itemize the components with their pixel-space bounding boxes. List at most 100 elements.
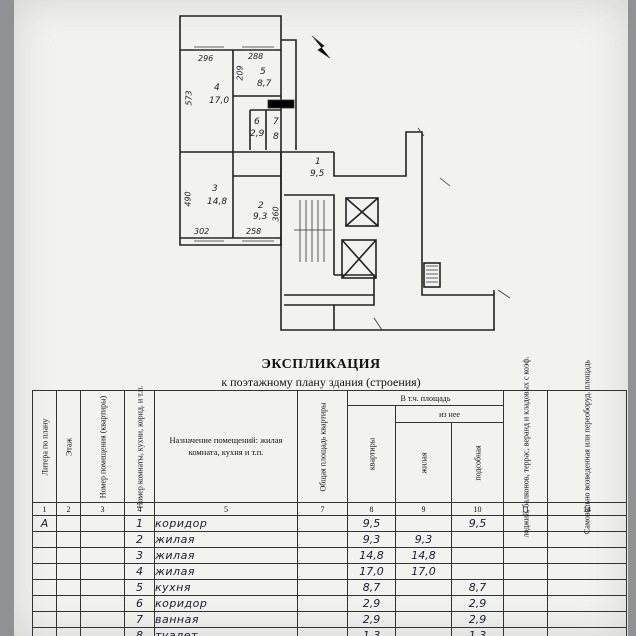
header-room-no: Номер комнаты, кухни, корид. и т.п.: [124, 385, 155, 508]
cell-illegal-area: [547, 563, 628, 580]
cell-floor: [56, 547, 81, 564]
room-number: 2: [258, 201, 264, 211]
cell-aux-area: 1,3: [450, 627, 505, 636]
cell-room-no: 1: [124, 515, 155, 532]
cell-apartment: [80, 627, 125, 636]
header-incl-area: В т.ч. площадь: [346, 390, 505, 406]
cell-room-name: коридор: [154, 595, 298, 612]
cell-room-name: жилая: [154, 563, 298, 580]
explication-subtitle: к поэтажному плану здания (строения): [221, 375, 421, 389]
cell-apartment: [80, 579, 125, 596]
cell-floor: [56, 579, 81, 596]
cell-living-area: 17,0: [395, 563, 452, 580]
room-area: 9,3: [253, 212, 268, 222]
cell-apartment: [80, 547, 125, 564]
header-aux: подсобная: [450, 422, 505, 503]
dimension-label: 258: [246, 227, 262, 236]
cell-total-area: [297, 595, 348, 612]
cell-loggia-area: [503, 611, 549, 628]
cell-aux-area: [450, 531, 505, 548]
dimension-label: 209: [235, 65, 245, 81]
room-number: 5: [260, 67, 266, 77]
cell-aux-area: [450, 563, 505, 580]
dimension-label: 490: [183, 191, 193, 207]
cell-litera: [32, 531, 57, 548]
dimension-label: 288: [248, 52, 264, 61]
header-illegal: Самовольно возведенная или переоборуд. п…: [547, 359, 628, 534]
cell-living-area: [395, 515, 452, 532]
cell-room-name: жилая: [154, 531, 298, 548]
cell-illegal-area: [547, 627, 628, 636]
cell-aux-area: 2,9: [450, 611, 505, 628]
cell-floor: [56, 595, 81, 612]
cell-loggia-area: [503, 627, 549, 636]
cell-room-name: коридор: [154, 515, 298, 532]
cell-room-no: 5: [124, 579, 155, 596]
cell-flat-area: 14,8: [347, 547, 396, 564]
cell-total-area: [297, 563, 348, 580]
cell-aux-area: 9,5: [450, 515, 505, 532]
explication-table: Литера по плану Этаж Номер помещения (кв…: [32, 356, 628, 636]
cell-aux-area: 2,9: [450, 595, 505, 612]
cell-illegal-area: [547, 595, 628, 612]
cell-room-name: кухня: [154, 579, 298, 596]
cell-apartment: [80, 531, 125, 548]
cell-illegal-area: [547, 547, 628, 564]
cell-total-area: [297, 515, 348, 532]
cell-litera: [32, 547, 57, 564]
cell-litera: [32, 611, 57, 628]
cell-flat-area: 2,9: [347, 595, 396, 612]
floor-plan-drawing: [179, 15, 511, 331]
cell-flat-area: 17,0: [347, 563, 396, 580]
cell-living-area: [395, 595, 452, 612]
cell-apartment: [80, 595, 125, 612]
cell-room-name: ванная: [154, 611, 298, 628]
cell-flat-area: 9,3: [347, 531, 396, 548]
cell-total-area: [297, 579, 348, 596]
header-of-it: из нее: [394, 404, 505, 424]
cell-total-area: [297, 611, 348, 628]
cell-aux-area: [450, 547, 505, 564]
cell-apartment: [80, 515, 125, 532]
explication-title: ЭКСПЛИКАЦИЯ: [261, 357, 381, 372]
dimension-label: 302: [194, 227, 210, 236]
cell-living-area: [395, 627, 452, 636]
room-area: 17,0: [209, 96, 230, 106]
cell-living-area: 14,8: [395, 547, 452, 564]
cell-total-area: [297, 627, 348, 636]
cell-flat-area: 2,9: [347, 611, 396, 628]
room-area: 9,5: [310, 169, 325, 179]
cell-total-area: [297, 547, 348, 564]
header-litera: Литера по плану: [32, 390, 57, 503]
cell-loggia-area: [503, 579, 549, 596]
cell-living-area: [395, 579, 452, 596]
room-area: 8,7: [257, 79, 272, 89]
cell-total-area: [297, 531, 348, 548]
cell-flat-area: 9,5: [347, 515, 396, 532]
cell-living-area: [395, 611, 452, 628]
cell-room-no: 4: [124, 563, 155, 580]
cell-flat-area: 1,3: [347, 627, 396, 636]
header-living: жилая: [395, 422, 452, 503]
cell-litera: [32, 579, 57, 596]
room-number: 6: [254, 117, 260, 127]
document-page: 296 288 209 573 4 17,0 5 8,7 6 2,9 7 8 1…: [14, 0, 628, 636]
cell-illegal-area: [547, 611, 628, 628]
cell-loggia-area: [503, 595, 549, 612]
cell-aux-area: 8,7: [450, 579, 505, 596]
header-loggia: лоджий, балконов, террас, веранд и кладо…: [503, 356, 549, 537]
cell-room-no: 3: [124, 547, 155, 564]
room-number: 3: [212, 184, 218, 194]
cell-litera: [32, 627, 57, 636]
cell-room-no: 6: [124, 595, 155, 612]
header-flat: квартиры: [347, 405, 396, 503]
cell-illegal-area: [547, 579, 628, 596]
cell-room-no: 8: [124, 627, 155, 636]
